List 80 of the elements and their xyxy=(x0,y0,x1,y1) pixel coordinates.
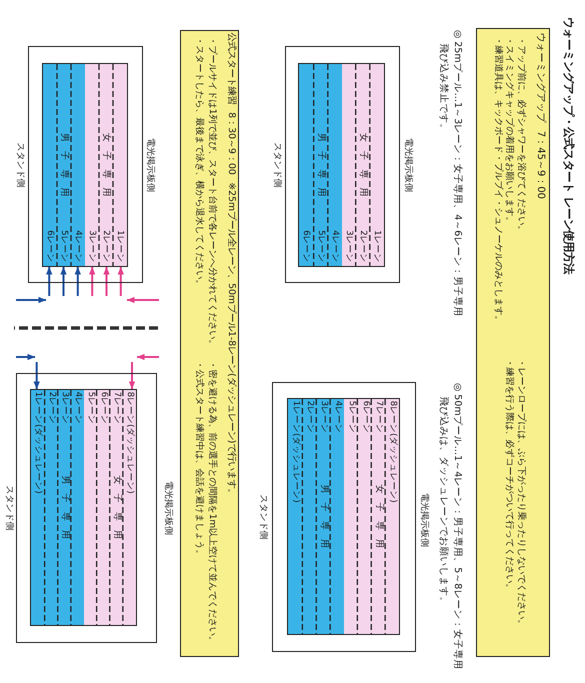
list-item: ・練習道具は、キックボード・プルブイ・シュノーケルのみとします。 xyxy=(492,36,504,325)
lane-label: 4レーン xyxy=(72,230,84,263)
side-label: 電光掲示板側 xyxy=(402,138,413,192)
zone-label: 男 子 専 用 xyxy=(58,475,71,539)
zone-label: 女 子 専 用 xyxy=(373,484,386,548)
arrow xyxy=(128,362,136,390)
lane-label: 2レーン xyxy=(46,392,58,424)
list-item: ・スイミングキャップの着用をお願いします。 xyxy=(504,36,514,226)
list-item: ・公式スタート練習中は、会話を避けましょう。 xyxy=(194,360,204,559)
side-label: 電光掲示板側 xyxy=(162,481,173,535)
info-panel xyxy=(180,30,239,657)
lane-label: 5レーン xyxy=(314,230,327,263)
zone-label: 男 子 専 用 xyxy=(314,132,328,196)
lane-label: 3レーン xyxy=(86,230,98,263)
lane-area xyxy=(84,388,138,626)
lane-label: 8レーン(ダッシュレーン) xyxy=(387,400,400,503)
side-label: スタンド側 xyxy=(272,142,282,188)
side-label: 電光掲示板側 xyxy=(144,138,155,192)
pool-outline xyxy=(28,46,143,283)
arrow xyxy=(118,266,124,296)
lane-area xyxy=(42,62,86,267)
lane-label: 3レーン xyxy=(342,230,355,263)
lane-label: 5レーン xyxy=(58,230,70,263)
lane-label: 8レーン(ダッシュレーン) xyxy=(124,392,136,494)
lane-label: 6レーン xyxy=(360,400,372,434)
arrow xyxy=(60,266,67,296)
lane-area xyxy=(287,398,344,635)
list-item: ・密を避ける為、前の選手との間隔を1m以上空けて並んでください。 xyxy=(206,360,218,646)
zone-label: 男 子 専 用 xyxy=(58,132,70,196)
arrow xyxy=(74,266,81,296)
lane-label: 6レーン xyxy=(98,392,110,424)
lane-label: 1レーン xyxy=(114,230,126,263)
lane-label: 6レーン xyxy=(300,230,312,263)
lane-label: 4レーン xyxy=(72,392,84,424)
note: ◎ 50mプール…1～4レーン：男子専用、5～8レーン：女子専用飛び込みは、ダッシュレーンでお願いします。 xyxy=(437,383,464,672)
pool-outline xyxy=(272,382,416,652)
zone-label: 女 子 専 用 xyxy=(100,132,112,196)
side-label: 電光掲示板側 xyxy=(418,493,429,547)
lane-area xyxy=(344,398,400,635)
lane-label: 4レーン xyxy=(332,400,344,434)
heading: ウォーミングアップ 7：45～9：00 xyxy=(534,32,546,200)
list-item: ・レーンロープには、ぶら下がったり乗ったりしないでください。 xyxy=(516,358,526,629)
zone-label: 男 子 専 用 xyxy=(318,484,330,548)
heading: 公式スタート練習 8：30～9：00 ※25mプール全レーン、50mプール1-8レーン(ダッシュレーン)で行います。 xyxy=(226,32,236,498)
lane-area xyxy=(30,388,84,626)
lane-label: 2レーン xyxy=(357,230,370,263)
lane-area xyxy=(342,62,386,267)
list-item: ・アップ前に、必ずシャワーを浴びてください。 xyxy=(516,36,526,235)
arrow xyxy=(46,266,52,296)
lane-label: 5レーン xyxy=(84,392,97,424)
lane-label: 1レーン(ダッシュレーン) xyxy=(32,392,44,494)
pool-outline xyxy=(285,46,400,283)
lane-label: 1レーン(ダッシュレーン) xyxy=(290,400,302,503)
lane-label: 5レーン xyxy=(346,400,358,434)
title: ウォーミングアップ・公式スタート レーン使用方法 xyxy=(562,17,575,274)
lane-label: 6レーン xyxy=(44,230,56,263)
side-label: スタンド側 xyxy=(14,142,25,188)
side-label: スタンド側 xyxy=(4,486,14,530)
lane-label: 2レーン xyxy=(304,400,316,434)
lane-label: 3レーン xyxy=(318,400,330,434)
zone-label: 女 子 専 用 xyxy=(357,132,370,196)
lane-label: 7レーン xyxy=(111,392,124,424)
arrow xyxy=(34,362,40,390)
info-panel xyxy=(476,28,550,657)
list-item: ・プールサイドは1列で並び、スタート台前で各レーンへ分かれてください。 xyxy=(206,36,218,348)
lane-label: 1レーン xyxy=(371,230,384,263)
arrow xyxy=(89,266,96,296)
lane-label: 3レーン xyxy=(58,392,71,424)
list-item: ・練習を行う際は、必ずコーチがついて行ってください。 xyxy=(504,358,514,593)
list-item: ・スタートしたら、最後まで泳ぎ、横から退水してください。 xyxy=(194,36,204,289)
lane-area xyxy=(85,62,128,267)
side-label: スタンド側 xyxy=(258,494,268,540)
lane-label: 2レーン xyxy=(100,230,112,263)
zone-label: 女 子 専 用 xyxy=(111,475,124,539)
pool-outline xyxy=(16,373,157,643)
lane-label: 4レーン xyxy=(328,230,341,263)
lane-area xyxy=(298,62,342,267)
note: ◎ 25mプール…1～3レーン：女子専用、4～6レーン：男子専用飛び込み禁止です。 xyxy=(437,30,464,318)
arrow xyxy=(103,266,110,296)
lane-label: 7レーン xyxy=(373,400,386,434)
